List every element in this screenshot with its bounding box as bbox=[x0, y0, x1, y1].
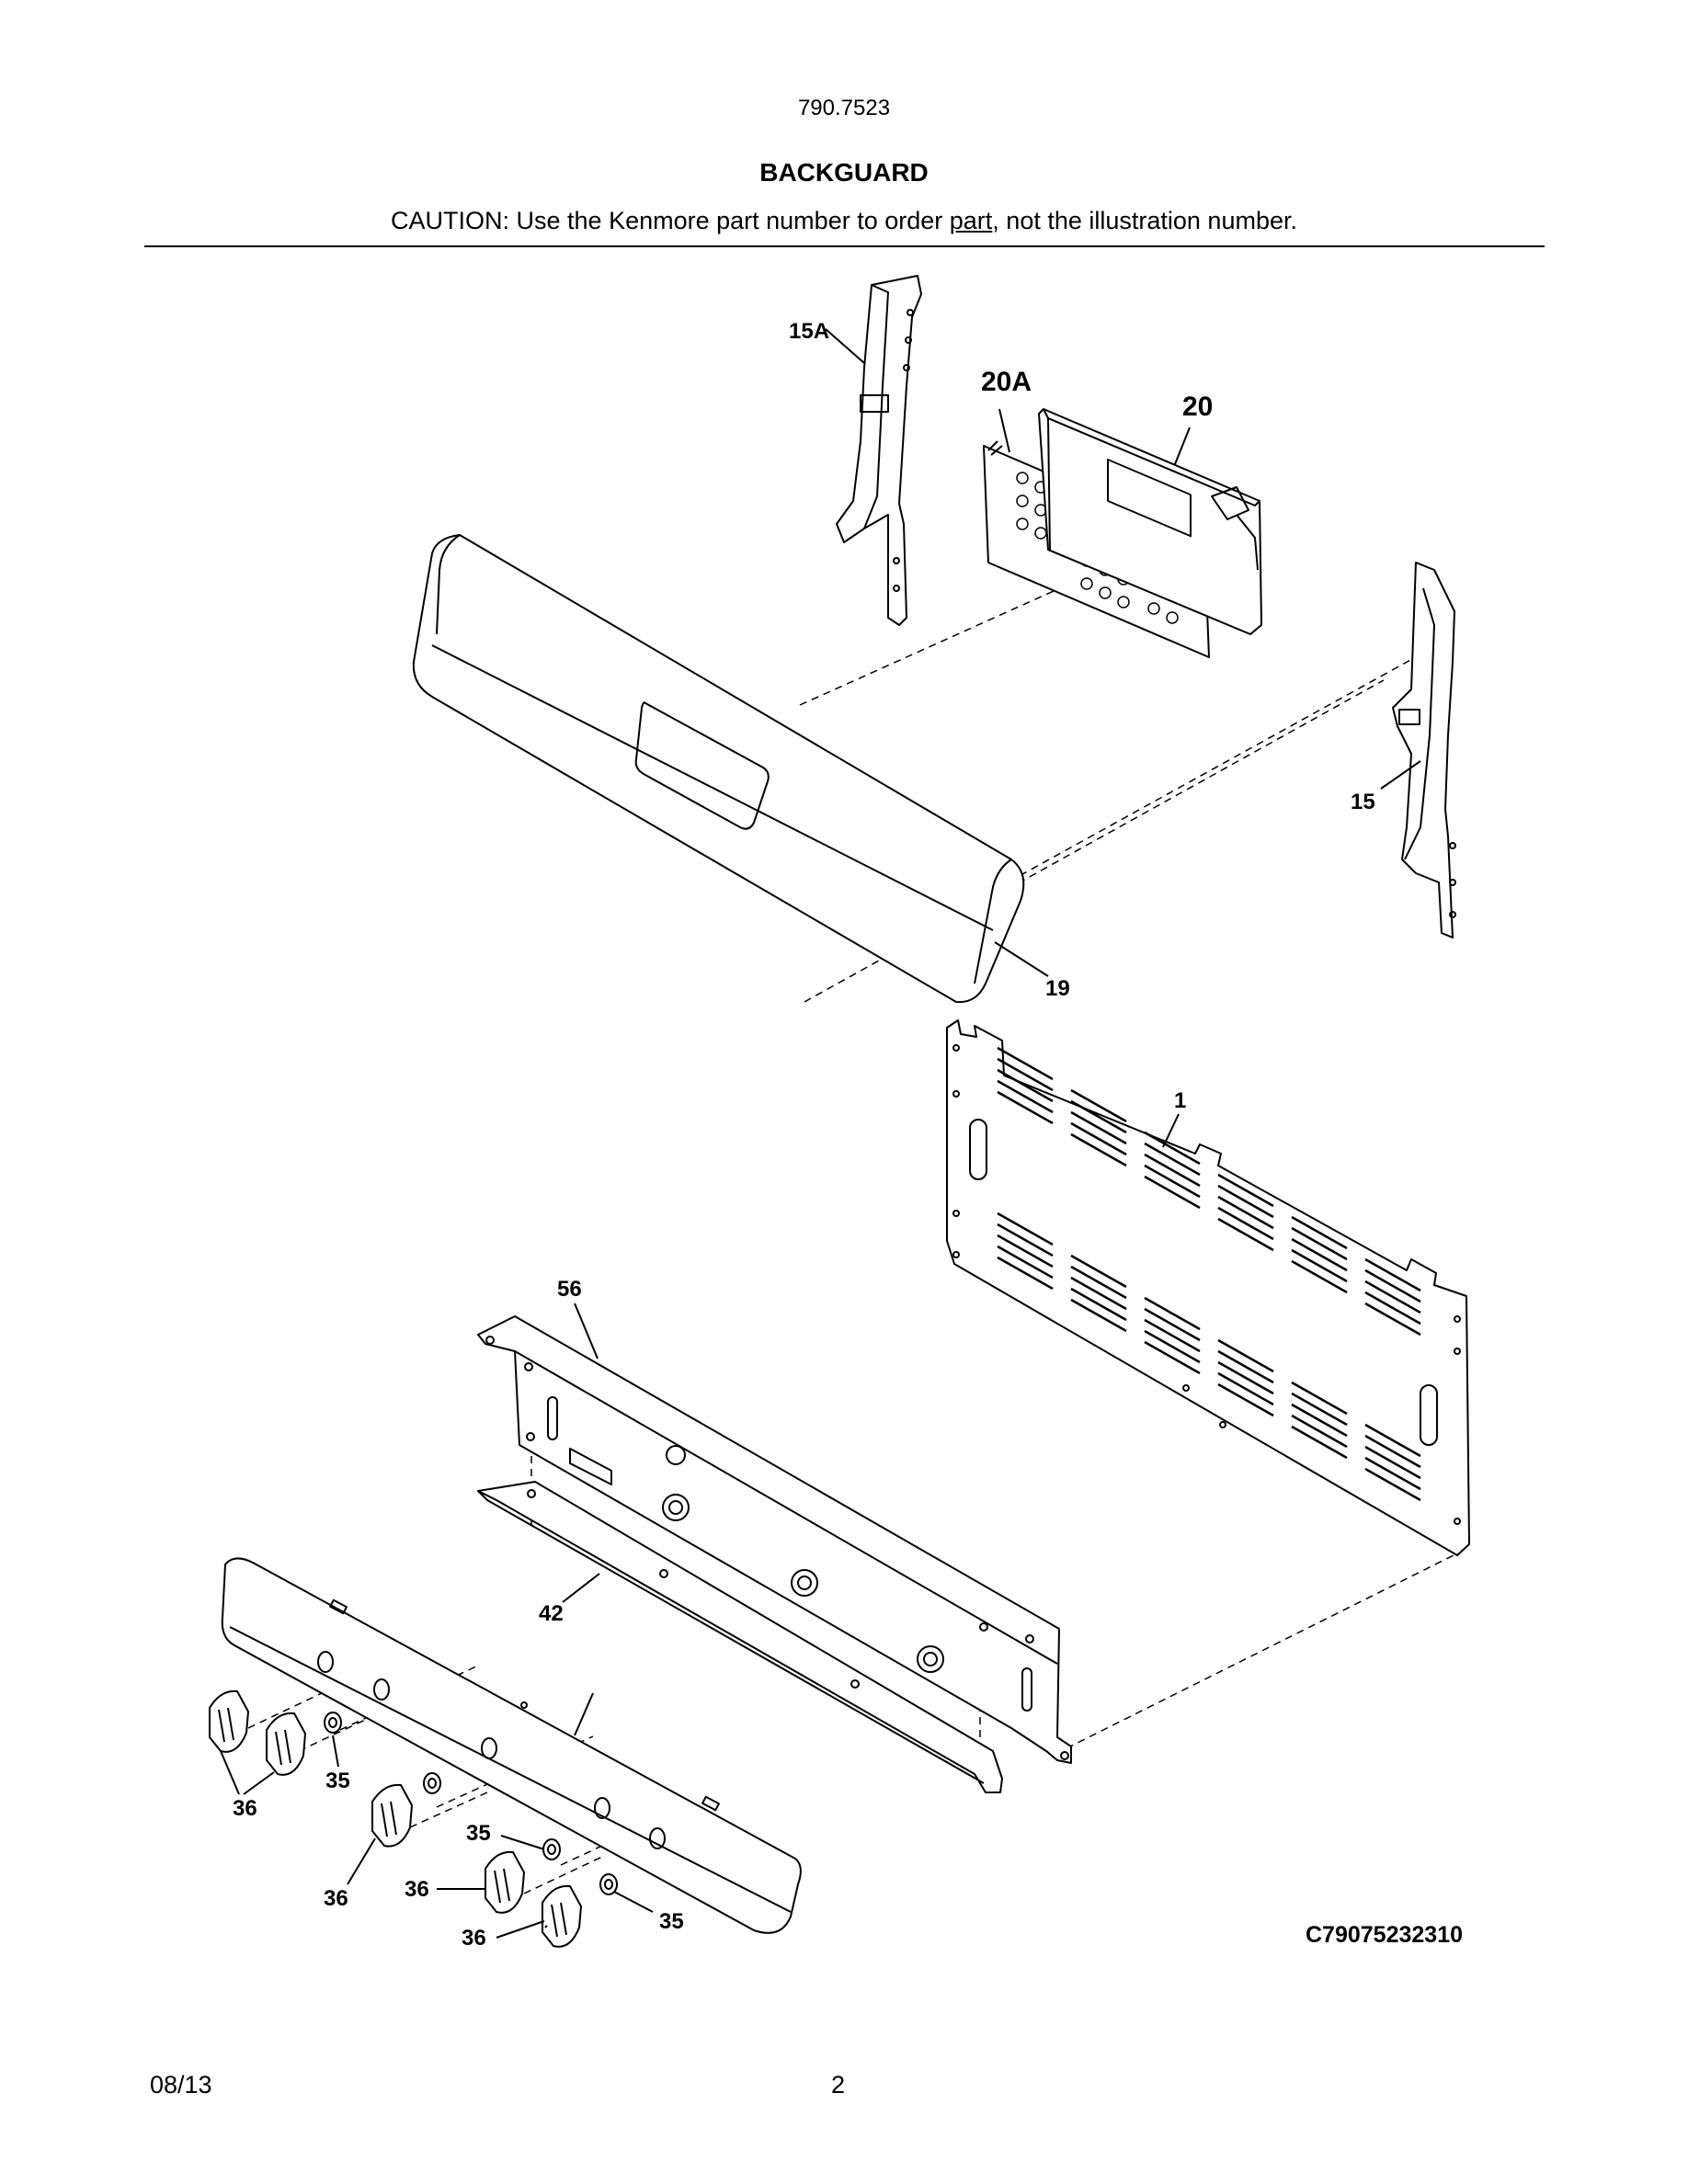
panel-trim-42 bbox=[477, 1481, 1003, 1793]
callout-36-b: 36 bbox=[324, 1886, 348, 1911]
caution-underlined: part bbox=[949, 207, 993, 234]
callout-36-c: 36 bbox=[405, 1877, 429, 1902]
callout-36-d: 36 bbox=[462, 1926, 486, 1951]
vent-slots bbox=[997, 1046, 1421, 1502]
drawing-code: C79075232310 bbox=[1306, 1922, 1463, 1948]
page-title: BACKGUARD bbox=[759, 158, 929, 187]
front-control-panel bbox=[221, 1557, 802, 1934]
header-rule bbox=[144, 245, 1545, 247]
callout-35-b: 35 bbox=[466, 1821, 491, 1846]
callout-15a: 15A bbox=[789, 319, 829, 344]
callout-15: 15 bbox=[1351, 790, 1375, 814]
knob-36-b bbox=[266, 1712, 306, 1776]
caution-prefix: CAUTION: Use the Kenmore part number to … bbox=[391, 207, 950, 234]
caution-suffix: , not the illustration number. bbox=[992, 207, 1297, 234]
knob-36-e bbox=[542, 1884, 582, 1948]
backguard-panel-19 bbox=[412, 534, 1025, 1004]
footer-date: 08/13 bbox=[150, 2071, 212, 2099]
callout-20a: 20A bbox=[981, 367, 1032, 397]
spacer-35-a bbox=[324, 1712, 342, 1734]
end-cap-right-15 bbox=[1392, 562, 1456, 938]
knob-36-d bbox=[485, 1850, 525, 1914]
caution-notice: CAUTION: Use the Kenmore part number to … bbox=[0, 207, 1688, 235]
rear-panel-1 bbox=[946, 1019, 1470, 1556]
callout-20: 20 bbox=[1182, 392, 1213, 422]
control-board-20 bbox=[1038, 408, 1262, 635]
callout-19: 19 bbox=[1045, 976, 1070, 1001]
knob-36-a bbox=[209, 1689, 249, 1753]
spacer-35-c bbox=[542, 1838, 561, 1860]
spacer-35-d bbox=[599, 1873, 618, 1895]
callout-42: 42 bbox=[539, 1601, 564, 1626]
callout-1: 1 bbox=[1174, 1088, 1186, 1113]
callout-36-a: 36 bbox=[233, 1796, 257, 1821]
callout-35-a: 35 bbox=[325, 1769, 350, 1793]
end-cap-left-15a bbox=[836, 275, 922, 626]
model-number: 790.7523 bbox=[797, 96, 891, 120]
footer-page-number: 2 bbox=[831, 2071, 846, 2099]
spacer-35-b bbox=[423, 1772, 441, 1794]
callout-56: 56 bbox=[557, 1277, 582, 1302]
leader-lines bbox=[220, 328, 1421, 1939]
knob-36-c bbox=[371, 1783, 413, 1848]
callout-35-c: 35 bbox=[659, 1909, 684, 1934]
manifold-bracket-56 bbox=[477, 1315, 1072, 1764]
